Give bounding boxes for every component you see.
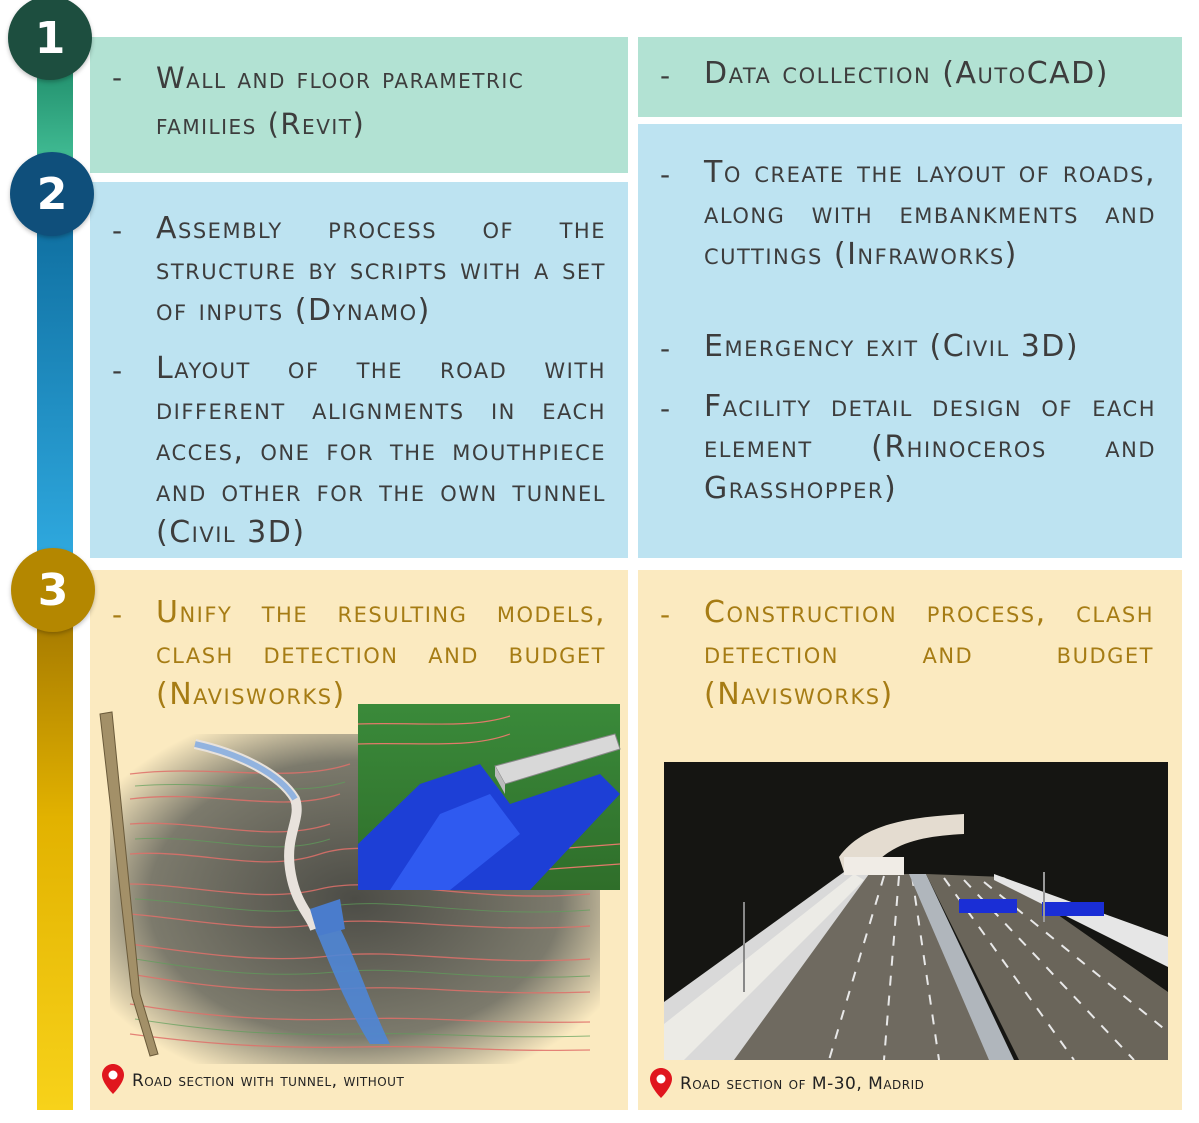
list-dash: - [112, 354, 124, 387]
list-item: - Facility detail design of each element… [660, 386, 1156, 509]
list-item: - Wall and floor parametric families (Re… [112, 55, 608, 147]
list-item-text: Wall and floor parametric families (Revi… [156, 61, 525, 141]
timeline-rail-step-2 [37, 195, 73, 560]
step-3-badge: 3 [11, 548, 95, 632]
list-dash: - [112, 598, 124, 631]
list-dash: - [660, 59, 672, 92]
step-1-right-panel: - Data collection (AutoCAD) [638, 37, 1182, 117]
location-pin-icon [102, 1064, 124, 1094]
step-2-badge: 2 [10, 152, 94, 236]
list-dash: - [112, 214, 124, 247]
list-dash: - [660, 598, 672, 631]
tunnel-model-image [90, 704, 628, 1080]
list-item-text: Assembly process of the structure by scr… [156, 211, 606, 328]
list-dash: - [660, 332, 672, 365]
list-dash: - [112, 61, 124, 94]
list-item-text: Unify the resulting models, clash detect… [156, 595, 606, 712]
list-item: - Emergency exit (Civil 3D) [660, 326, 1156, 367]
list-item: - Assembly process of the structure by s… [112, 208, 606, 331]
list-item-text: Facility detail design of each element (… [704, 389, 1156, 506]
road-model-image [664, 762, 1168, 1060]
list-dash: - [660, 158, 672, 191]
step-1-badge: 1 [8, 0, 92, 80]
list-item: - Data collection (AutoCAD) [660, 53, 1160, 94]
step-2-right-panel: - To create the layout of roads, along w… [638, 124, 1182, 558]
list-item-text: Data collection (AutoCAD) [704, 56, 1109, 91]
image-caption: Road section with tunnel, without [132, 1071, 405, 1091]
image-caption: Road section of M-30, Madrid [680, 1074, 925, 1094]
list-item: - To create the layout of roads, along w… [660, 152, 1156, 275]
step-3-right-panel: - Construction process, clash detection … [638, 570, 1182, 1110]
list-item: - Construction process, clash detection … [660, 592, 1154, 715]
timeline-rail-step-3 [37, 580, 73, 1110]
list-item-text: Emergency exit (Civil 3D) [704, 329, 1080, 364]
step-1-left-panel: - Wall and floor parametric families (Re… [90, 37, 628, 173]
list-item-text: Layout of the road with different alignm… [156, 351, 606, 550]
step-2-left-panel: - Assembly process of the structure by s… [90, 182, 628, 558]
list-item: - Layout of the road with different alig… [112, 348, 606, 553]
step-3-left-panel: - Unify the resulting models, clash dete… [90, 570, 628, 1110]
list-item-text: Construction process, clash detection an… [704, 595, 1154, 712]
list-dash: - [660, 392, 672, 425]
location-pin-icon [650, 1068, 672, 1098]
list-item-text: To create the layout of roads, along wit… [704, 155, 1156, 272]
list-item: - Unify the resulting models, clash dete… [112, 592, 606, 715]
